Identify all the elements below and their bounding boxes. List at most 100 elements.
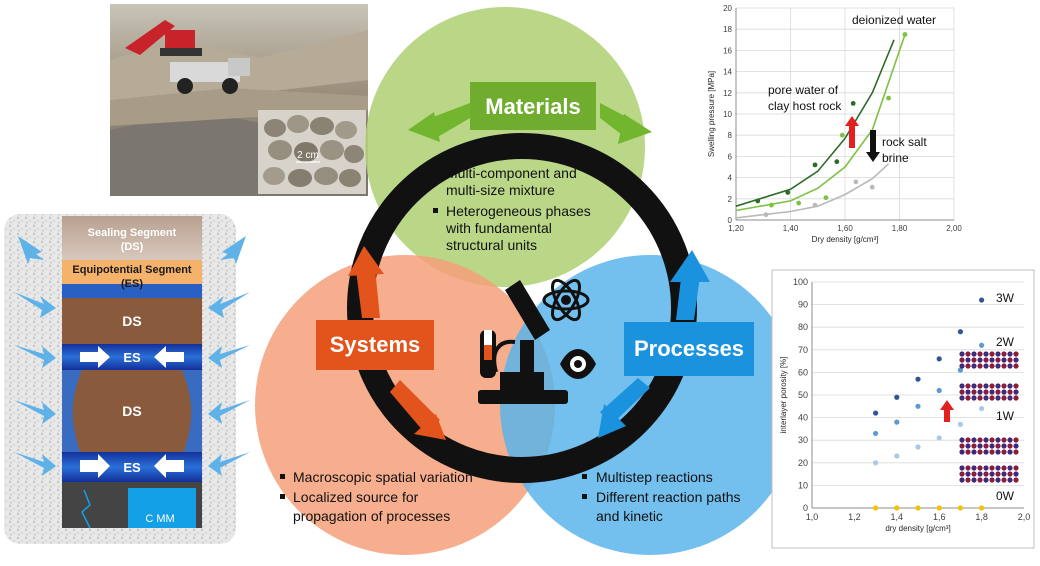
data-point — [785, 190, 791, 195]
excavator-icon — [125, 20, 202, 56]
crystal-atom — [983, 443, 989, 449]
crystal-atom — [977, 383, 983, 389]
crystal-atom — [977, 363, 983, 369]
data-point — [873, 430, 879, 437]
annotation-rock-salt: brine — [882, 151, 909, 165]
hydration-state-label: 1W — [996, 409, 1015, 423]
crystal-atom — [989, 395, 995, 401]
crystal-atom — [995, 389, 1001, 395]
data-point — [873, 505, 879, 511]
es-white-arrows — [80, 346, 184, 478]
data-point — [839, 132, 845, 138]
crystal-atom — [989, 471, 995, 477]
crystal-atom — [959, 443, 965, 449]
crystal-atom — [977, 443, 983, 449]
y-tick-label: 40 — [798, 413, 808, 423]
crystal-atom — [1001, 477, 1007, 483]
data-point — [869, 184, 875, 190]
data-point — [894, 453, 900, 459]
crystal-atom — [971, 389, 977, 395]
crystal-atom — [965, 471, 971, 477]
crystal-atom — [1013, 437, 1019, 443]
systems-title: Systems — [330, 332, 421, 357]
data-point — [853, 179, 859, 185]
annotation-rock-salt: rock salt — [882, 135, 927, 149]
crystal-atom — [1007, 351, 1013, 357]
processes-bullet-line: Different reaction paths — [596, 489, 741, 505]
crystal-atom — [989, 363, 995, 369]
crystal-atom — [971, 465, 977, 471]
crystal-atom — [1001, 351, 1007, 357]
crystal-atom — [989, 357, 995, 363]
crystal-atom — [971, 471, 977, 477]
y-tick-label: 0 — [728, 216, 733, 225]
inflow-arrows — [14, 236, 250, 476]
crystal-atom — [995, 383, 1001, 389]
data-point — [915, 505, 921, 511]
crystal-atom — [959, 357, 965, 363]
series-curve — [735, 39, 895, 207]
processes-arrows — [598, 250, 710, 438]
data-point — [873, 410, 879, 416]
crystal-atom — [989, 443, 995, 449]
crystal-atom — [1001, 471, 1007, 477]
x-axis-label: Dry density [g/cm³] — [812, 235, 879, 244]
materials-bullets: Multi-component and multi-size mixture H… — [433, 165, 591, 253]
crystal-atom — [1007, 471, 1013, 477]
crystal-atom — [983, 351, 989, 357]
systems-label-box — [316, 320, 434, 370]
crystal-atom — [1001, 363, 1007, 369]
y-tick-label: 20 — [798, 458, 808, 468]
y-tick-label: 4 — [728, 174, 733, 183]
y-tick-label: 6 — [728, 152, 733, 161]
crystal-atom — [1013, 395, 1019, 401]
crystal-atom — [977, 437, 983, 443]
y-tick-label: 2 — [728, 195, 733, 204]
crystal-atom — [977, 465, 983, 471]
crystal-atom — [983, 389, 989, 395]
crystal-atom — [1007, 443, 1013, 449]
crystal-atom — [1001, 437, 1007, 443]
crystal-atom — [1013, 363, 1019, 369]
systems-bullet-line: propagation of processes — [293, 508, 450, 524]
data-point — [850, 101, 856, 106]
sealing-segment — [62, 216, 202, 260]
annotation-pore-water: clay host rock — [768, 99, 842, 113]
clay-layer-icon — [959, 383, 1019, 401]
crystal-atom — [1013, 471, 1019, 477]
crystal-atom — [995, 443, 1001, 449]
crystal-atom — [959, 449, 965, 455]
crystal-atom — [1013, 465, 1019, 471]
crystal-atom — [989, 477, 995, 483]
es-label-2: ES — [123, 460, 141, 475]
crystal-atom — [983, 465, 989, 471]
data-point — [915, 444, 921, 450]
crystal-atom — [971, 437, 977, 443]
x-tick-label: 1,4 — [891, 512, 904, 522]
crystal-atom — [965, 477, 971, 483]
chart-frame — [771, 269, 1035, 549]
crystal-atom — [983, 449, 989, 455]
data-point — [886, 95, 891, 101]
data-point — [979, 505, 985, 511]
black-down-arrow — [866, 130, 880, 162]
crystal-atom — [977, 395, 983, 401]
data-point — [894, 394, 900, 400]
crystal-atom — [1001, 389, 1007, 395]
annotation-pore-water: pore water of — [768, 83, 839, 97]
ds-segment-1 — [62, 298, 202, 344]
data-point — [894, 419, 900, 425]
ds-label-1: DS — [122, 313, 141, 329]
systems-bullets: Macroscopic spatial variation Localized … — [280, 469, 473, 524]
crystal-atom — [1001, 357, 1007, 363]
crystal-atom — [965, 383, 971, 389]
crystal-atom — [1007, 437, 1013, 443]
crystal-atom — [971, 363, 977, 369]
crystal-atom — [965, 443, 971, 449]
crystal-atom — [995, 477, 1001, 483]
crystal-atom — [1013, 449, 1019, 455]
crystal-atom — [1007, 465, 1013, 471]
data-point — [812, 202, 818, 208]
